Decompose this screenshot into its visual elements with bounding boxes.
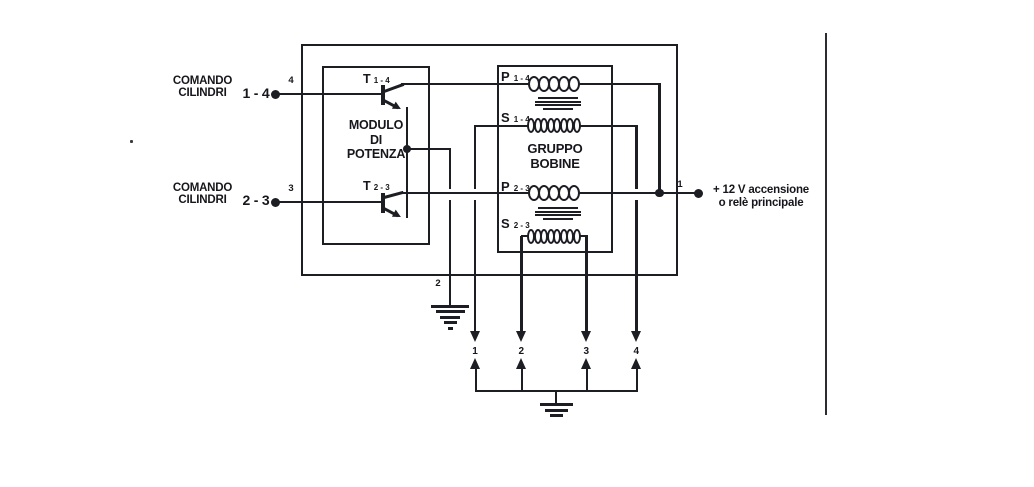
wire-term1-lower xyxy=(473,199,477,332)
arrow-down-terminal-4-icon xyxy=(630,331,641,342)
wire-base-1-4 xyxy=(275,92,383,96)
wire-term2-drop xyxy=(520,235,523,332)
cilindri-text-2: CILINDRI xyxy=(178,193,227,206)
wire-emitter-to-ground xyxy=(406,147,451,150)
t14-base-bar xyxy=(380,85,385,105)
pin-label-2: 2 xyxy=(435,277,441,289)
t23-letter: T xyxy=(363,179,371,193)
wire-term1-upper xyxy=(473,125,477,189)
coil-label-s23: S 2 - 3 xyxy=(501,215,530,233)
t14-sub: 1 - 4 xyxy=(373,75,390,85)
p23-letter: P xyxy=(501,178,510,194)
t14-letter: T xyxy=(363,71,371,86)
power-module-title-line2: DI xyxy=(369,132,383,147)
primary-coil-2-3-icon xyxy=(528,184,580,201)
arrow-down-terminal-3-icon xyxy=(580,331,591,342)
arrow-down-terminal-1-icon xyxy=(469,331,480,342)
input-label-cilindri-1-4: COMANDO CILINDRI xyxy=(166,75,239,99)
supply-text: + 12 V accensione o relè principale xyxy=(699,184,823,211)
arrow-down-terminal-2-icon xyxy=(515,331,526,342)
pin-label-1-supply: 1 xyxy=(677,179,683,190)
wire-feed-down xyxy=(658,83,661,193)
gnd1-line2 xyxy=(435,310,465,313)
s14-letter: S xyxy=(501,109,510,125)
terminal-label-1: 1 xyxy=(472,345,478,357)
gnd2-line2 xyxy=(544,408,568,412)
pin-label-4: 4 xyxy=(288,74,294,86)
power-module-title-line1: MODULO xyxy=(348,118,404,132)
arrow-up-terminal-1-icon xyxy=(469,357,480,369)
supply-text-line1: + 12 V accensione xyxy=(712,183,809,196)
t23-sub: 2 - 3 xyxy=(373,183,390,192)
up-stem-4 xyxy=(635,367,639,390)
gnd2-line3 xyxy=(549,414,563,417)
wire-term4-lower xyxy=(635,199,638,332)
arrow-up-terminal-2-icon xyxy=(515,357,526,369)
wire-ground2-lower xyxy=(448,199,452,307)
t23-base-bar xyxy=(380,192,385,213)
wire-term4-upper xyxy=(635,125,638,189)
wire-ground2-upper xyxy=(448,148,452,189)
wire-base-2-3 xyxy=(275,200,383,204)
power-module-title: MODULO DI POTENZA xyxy=(322,118,430,162)
up-stem-1 xyxy=(474,367,478,390)
outer-unit-box xyxy=(301,44,678,276)
s23-letter: S xyxy=(501,215,510,231)
pin-label-3: 3 xyxy=(288,182,294,194)
gnd1-line5 xyxy=(447,326,453,330)
coil-label-p23: P 2 - 3 xyxy=(501,178,530,196)
coil-group-title-line1: GRUPPO xyxy=(527,141,583,156)
comando-text-2: COMANDO xyxy=(172,182,233,194)
up-stem-2 xyxy=(520,367,524,390)
coil-group-title: GRUPPO BOBINE xyxy=(497,141,613,171)
up-stem-3 xyxy=(585,367,589,390)
secondary-coil-2-3-icon xyxy=(527,228,581,244)
supply-junction-dot xyxy=(655,188,664,197)
p14-letter: P xyxy=(501,68,510,84)
p23-sub: 2 - 3 xyxy=(513,183,530,193)
input-label-cilindri-2-3: COMANDO CILINDRI xyxy=(166,182,239,206)
gnd1-line1 xyxy=(431,304,469,308)
cilindri-text-1: CILINDRI xyxy=(178,86,227,99)
wire-emitter-common xyxy=(405,107,409,218)
s23-sub: 2 - 3 xyxy=(513,220,530,230)
primary-coil-1-4-icon xyxy=(528,75,580,92)
terminal-label-4: 4 xyxy=(633,345,640,357)
arrow-up-terminal-3-icon xyxy=(580,357,591,369)
wire-term3-drop xyxy=(585,235,588,332)
page-divider-rule xyxy=(825,33,827,415)
ground-bus xyxy=(474,389,638,392)
print-speck xyxy=(129,139,133,143)
secondary-coil-1-4-icon xyxy=(527,118,581,133)
transistor-label-t14: T 1 - 4 xyxy=(363,72,390,86)
input-range-1-4: 1 - 4 xyxy=(242,84,270,101)
comando-text-1: COMANDO xyxy=(172,75,233,87)
p14-sub: 1 - 4 xyxy=(513,73,530,83)
s14-sub: 1 - 4 xyxy=(513,114,530,124)
supply-text-line2: o relè principale xyxy=(718,197,804,209)
gnd1-line4 xyxy=(443,321,457,324)
power-module-box xyxy=(322,66,430,245)
coil-label-p14: P 1 - 4 xyxy=(501,68,530,86)
power-module-title-line3: POTENZA xyxy=(346,147,406,161)
gnd1-line3 xyxy=(440,315,460,319)
coil-group-title-line2: BOBINE xyxy=(530,156,580,171)
coil-group-box xyxy=(497,65,613,253)
ground-bus-stem xyxy=(554,391,558,405)
coil-label-s14: S 1 - 4 xyxy=(501,109,530,127)
terminal-label-3: 3 xyxy=(583,345,590,357)
input-range-2-3: 2 - 3 xyxy=(242,191,270,208)
arrow-up-terminal-4-icon xyxy=(630,357,641,369)
gnd2-line1 xyxy=(539,403,573,406)
terminal-label-2: 2 xyxy=(518,345,525,357)
supply-terminal-dot xyxy=(694,188,703,198)
transistor-label-t23: T 2 - 3 xyxy=(363,179,390,193)
